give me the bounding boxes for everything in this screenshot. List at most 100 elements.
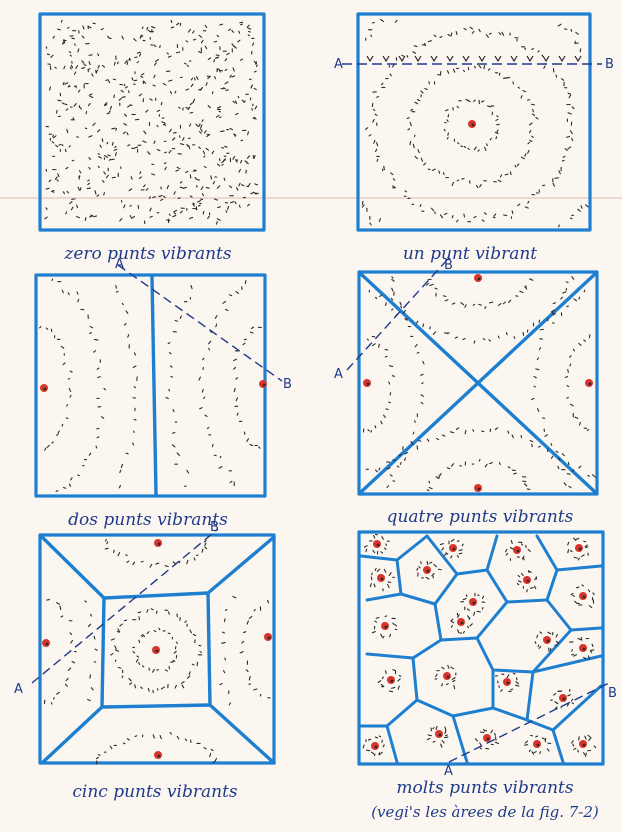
sand-dot: [52, 142, 53, 143]
sand-dot: [93, 123, 95, 125]
sand-dot: [468, 100, 470, 101]
label-a-many: A: [444, 764, 453, 779]
sand-dot: [215, 316, 217, 319]
sand-dot: [576, 538, 579, 539]
sand-dot: [97, 428, 99, 429]
sand-dot: [199, 377, 200, 380]
sand-dot: [532, 752, 533, 754]
sand-dot: [204, 156, 205, 157]
sand-dot: [448, 665, 449, 668]
sand-dot: [70, 633, 72, 635]
source-point: [154, 539, 162, 547]
sand-dot: [489, 340, 491, 341]
sand-dot: [506, 549, 507, 551]
sand-dot: [447, 137, 448, 139]
sand-dot: [98, 130, 100, 132]
sand-dot: [189, 146, 190, 149]
sand-dot: [514, 473, 517, 474]
sand-dot: [530, 441, 532, 442]
sand-dot: [46, 208, 47, 210]
sand-dot: [572, 277, 574, 280]
sand-dot: [133, 652, 135, 653]
sand-dot: [78, 475, 80, 476]
sand-dot: [568, 93, 570, 94]
sand-dot: [218, 107, 221, 108]
sand-dot: [214, 199, 217, 200]
sand-dot: [222, 164, 223, 165]
caption-four-sources: quatre punts vibrants: [370, 507, 590, 527]
sand-dot: [161, 199, 163, 200]
sand-dot: [568, 462, 569, 464]
sand-dot: [537, 358, 538, 360]
sand-dot: [247, 25, 249, 27]
sand-dot: [419, 567, 420, 568]
source-center: [583, 596, 586, 599]
sand-dot: [568, 113, 571, 114]
sand-dot: [199, 124, 200, 127]
sand-dot: [68, 86, 69, 87]
sand-dot: [518, 87, 519, 88]
wave-marker: [511, 56, 517, 61]
sand-dot: [187, 470, 189, 473]
panel-many-sources: [357, 530, 605, 766]
sand-dot: [369, 135, 371, 136]
sand-dot: [485, 307, 486, 308]
source-point: [575, 544, 583, 552]
sand-dot: [452, 303, 454, 304]
sand-dot: [57, 180, 59, 181]
sand-dot: [434, 564, 437, 566]
sand-dot: [574, 299, 577, 301]
sand-dot: [439, 569, 442, 570]
sand-dot: [175, 321, 177, 322]
sand-dot: [547, 749, 549, 751]
sand-dot: [585, 736, 586, 739]
sand-dot: [430, 284, 433, 285]
sand-dot: [141, 687, 142, 688]
sand-dot: [104, 193, 105, 195]
sand-dot: [228, 206, 229, 209]
sand-dot: [417, 568, 418, 570]
sand-dot: [180, 144, 183, 145]
source-center: [517, 550, 520, 553]
sand-dot: [58, 174, 59, 177]
sand-dot: [216, 324, 217, 327]
sand-dot: [225, 70, 227, 71]
sand-dot: [448, 133, 449, 135]
sand-dot: [156, 611, 157, 613]
sand-dot: [233, 101, 235, 103]
sand-dot: [203, 358, 204, 359]
sand-dot: [46, 328, 47, 329]
sand-dot: [46, 169, 47, 171]
sand-dot: [108, 155, 111, 156]
sand-dot: [489, 33, 491, 34]
sand-dot: [64, 66, 65, 69]
sand-dot: [548, 632, 551, 633]
sand-dot: [247, 163, 248, 164]
sand-dot: [226, 310, 229, 311]
sand-dot: [539, 348, 540, 350]
sand-dot: [135, 685, 136, 688]
sand-dot: [113, 79, 115, 80]
sand-dot: [176, 170, 179, 171]
sand-dot: [63, 82, 64, 84]
wave-marker: [431, 56, 437, 61]
sand-dot: [90, 216, 93, 217]
sand-dot: [105, 548, 108, 549]
sand-dot: [566, 282, 568, 283]
sand-dot: [190, 112, 192, 113]
source-point: [42, 639, 50, 647]
sand-dot: [480, 185, 481, 187]
sand-dot: [524, 484, 526, 486]
sand-dot: [248, 35, 249, 36]
sand-dot: [167, 186, 168, 189]
sand-dot: [179, 107, 180, 108]
sand-dot: [479, 459, 480, 461]
sand-dot: [392, 279, 394, 281]
sand-dot: [243, 343, 245, 345]
sand-dot: [225, 146, 227, 147]
sand-dot: [554, 693, 556, 695]
source-center: [44, 388, 47, 391]
sand-dot: [208, 58, 210, 60]
sand-dot: [169, 353, 171, 354]
sand-dot: [532, 49, 534, 50]
